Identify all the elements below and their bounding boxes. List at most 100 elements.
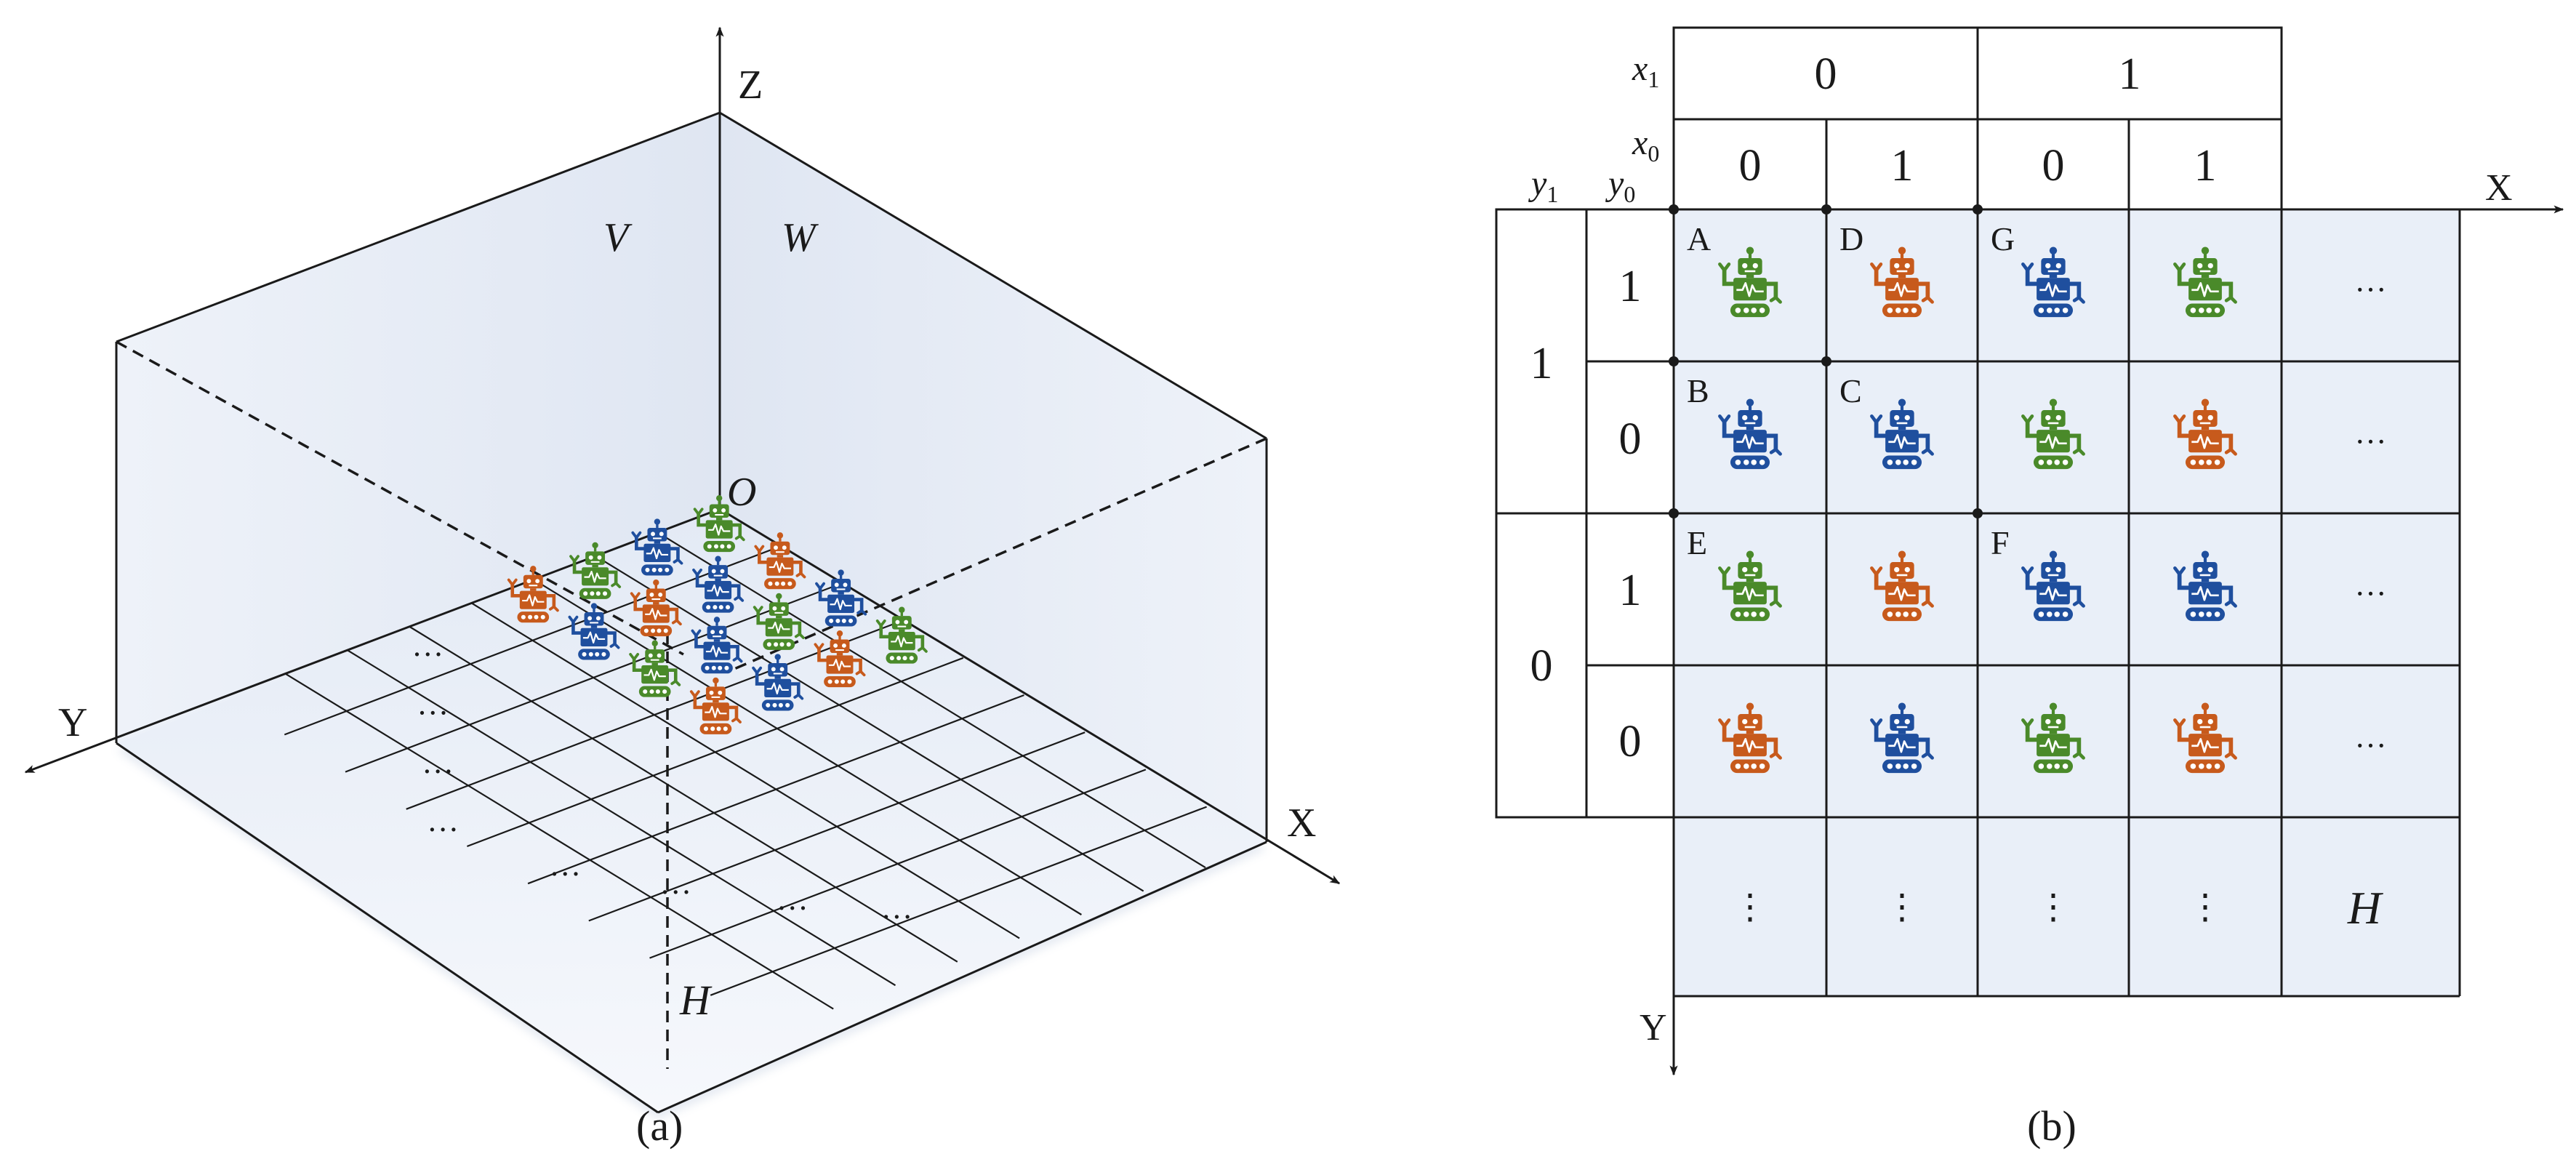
robot-icon bbox=[689, 677, 742, 734]
column-ellipsis: ⋮ bbox=[2036, 888, 2071, 926]
robot-icon bbox=[691, 617, 743, 674]
cell-letter: E bbox=[1687, 524, 1707, 561]
y1-value-0: 1 bbox=[1530, 339, 1553, 388]
grid-cell bbox=[2129, 817, 2282, 996]
panel-a-isometric-grid: …………………… Z X Y O V W H (a) bbox=[24, 26, 1341, 1150]
plane-v-wall bbox=[116, 113, 720, 743]
robot-icon bbox=[568, 603, 620, 660]
x-axis-line bbox=[719, 508, 1341, 885]
grid-ellipses: …………⋮⋮⋮⋮ bbox=[1733, 263, 2387, 927]
floor-ellipsis: … bbox=[427, 803, 459, 838]
dashed-projection-w bbox=[734, 437, 1267, 670]
y0-value-0: 1 bbox=[1619, 262, 1642, 311]
grid-cell bbox=[2282, 817, 2460, 996]
axis-z-label: Z bbox=[738, 63, 763, 108]
axis-y-label: Y bbox=[58, 700, 87, 745]
y0-value-1: 0 bbox=[1619, 414, 1642, 464]
panel-b-karnaugh-grid: x1 x0 y1 y0 0 1 0 1 0 1 1 0 1 0 1 0 X Y … bbox=[1495, 26, 2564, 1150]
robot-icon bbox=[2173, 702, 2237, 774]
column-ellipsis: ⋮ bbox=[2188, 888, 2223, 926]
cell-letter: F bbox=[1991, 524, 2010, 561]
label-x0: x0 bbox=[1632, 124, 1659, 167]
x0-value-3: 1 bbox=[2194, 141, 2217, 191]
plane-w-wall bbox=[720, 113, 1267, 842]
row-ellipsis: … bbox=[2355, 263, 2387, 299]
x1-value-1: 1 bbox=[2119, 49, 2141, 99]
floor-ellipsis: … bbox=[417, 686, 449, 721]
grid-cell bbox=[1826, 817, 1978, 996]
robot-icon bbox=[754, 532, 806, 590]
grid-lines bbox=[1674, 209, 2461, 998]
floor-ellipsis: … bbox=[412, 627, 444, 663]
robot-icon bbox=[815, 569, 867, 627]
floor-grid-line bbox=[657, 532, 1206, 869]
origin-label: O bbox=[727, 470, 756, 515]
top-edge-w bbox=[719, 111, 1267, 440]
robot-icon bbox=[752, 654, 804, 711]
robot-icon bbox=[693, 494, 745, 553]
grid-cell bbox=[2282, 513, 2460, 665]
y1-value-1: 0 bbox=[1530, 641, 1553, 691]
axis-x-label: X bbox=[1287, 801, 1316, 846]
robot-icon bbox=[814, 630, 866, 688]
floor-ellipsis: … bbox=[422, 745, 454, 780]
grid-cell bbox=[1674, 817, 1826, 996]
grid-cell bbox=[2282, 361, 2460, 513]
plane-w-label: W bbox=[782, 215, 819, 260]
robot-icon bbox=[507, 566, 559, 623]
label-y1: y1 bbox=[1528, 164, 1558, 207]
floor-front-edge-right bbox=[657, 841, 1267, 1114]
b-plane-h-label: H bbox=[2347, 882, 2384, 934]
x0-value-2: 0 bbox=[2042, 141, 2065, 191]
caption-b: (b) bbox=[2027, 1102, 2077, 1150]
y0-value-2: 1 bbox=[1619, 566, 1642, 615]
cell-letter: C bbox=[1839, 372, 1862, 409]
robot-icon bbox=[569, 542, 622, 599]
robot-icon bbox=[875, 606, 928, 664]
robot-icon bbox=[1718, 246, 1782, 318]
robot-icon bbox=[1870, 702, 1934, 774]
column-ellipsis: ⋮ bbox=[1733, 888, 1768, 926]
floor-grid-line bbox=[595, 555, 1144, 892]
floor-ellipsis: … bbox=[549, 847, 581, 883]
dashed-projection-v bbox=[116, 340, 684, 656]
robot-icon bbox=[1718, 702, 1782, 774]
robot-icon bbox=[753, 593, 805, 650]
caption-a: (a) bbox=[636, 1102, 683, 1150]
robot-icon bbox=[2021, 702, 2085, 774]
grid-cell bbox=[1978, 817, 2129, 996]
b-axis-x-label: X bbox=[2485, 167, 2513, 209]
floor-front-edge-left bbox=[116, 742, 659, 1114]
cell-letter: G bbox=[1991, 220, 2015, 257]
grid-cell bbox=[2282, 665, 2460, 817]
plane-v-label: V bbox=[603, 215, 633, 260]
label-x1: x1 bbox=[1632, 49, 1659, 92]
grid-node-dots bbox=[1669, 204, 1983, 518]
robot-icon bbox=[2021, 550, 2085, 622]
x1-value-0: 0 bbox=[1815, 49, 1837, 99]
robot-icon bbox=[1870, 550, 1934, 622]
robot-icon bbox=[692, 556, 745, 613]
robot-icon bbox=[1718, 398, 1782, 470]
x0-value-0: 0 bbox=[1739, 141, 1762, 191]
robot-icon bbox=[2173, 550, 2237, 622]
cell-letter: D bbox=[1839, 220, 1863, 257]
floor-robots bbox=[507, 494, 928, 734]
robot-icon bbox=[2173, 398, 2237, 470]
x0-value-1: 1 bbox=[1891, 141, 1914, 191]
robot-icon bbox=[630, 579, 682, 637]
robot-icon bbox=[1870, 246, 1934, 318]
robot-icon bbox=[2173, 246, 2237, 318]
robot-icon bbox=[1718, 550, 1782, 622]
cell-letter: B bbox=[1687, 372, 1709, 409]
row-ellipsis: … bbox=[2355, 719, 2387, 755]
label-y0: y0 bbox=[1605, 164, 1635, 207]
floor-grid-line bbox=[471, 602, 1020, 939]
robot-icon bbox=[629, 640, 681, 697]
floor-ellipsis: … bbox=[777, 881, 808, 917]
floor-grid-line bbox=[409, 626, 958, 963]
plane-h-floor bbox=[116, 509, 1267, 1112]
floor-ellipsis: … bbox=[880, 890, 912, 926]
